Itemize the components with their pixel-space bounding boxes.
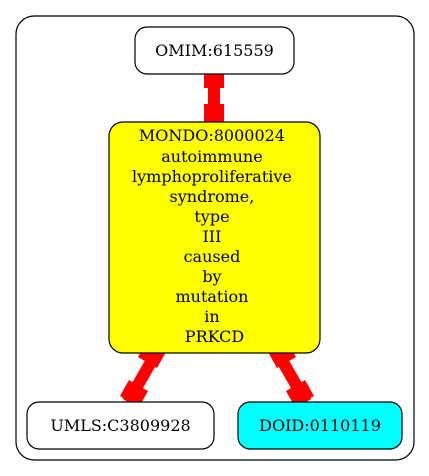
edge-omim-to-mondo	[204, 68, 224, 124]
node-mondo-box	[108, 121, 321, 354]
node-doid-box	[237, 401, 403, 450]
node-umls[interactable]: UMLS:C3809928	[26, 401, 215, 450]
mondo-line-8: by	[202, 267, 221, 286]
node-doid[interactable]: DOID:0110119	[237, 401, 403, 450]
mondo-line-7: caused	[184, 247, 241, 266]
mondo-line-5: type	[194, 207, 229, 226]
mondo-line-2: autoimmune	[161, 147, 262, 166]
mondo-line-6: III	[202, 227, 221, 246]
node-mondo[interactable]: MONDO:8000024 autoimmune lymphoprolifera…	[108, 121, 321, 354]
node-umls-box	[26, 401, 215, 450]
mondo-line-4: syndrome,	[170, 187, 255, 206]
node-umls-label: UMLS:C3809928	[50, 416, 190, 435]
mondo-line-1: MONDO:8000024	[139, 126, 285, 145]
mondo-line-10: in	[204, 307, 219, 326]
mondo-line-3: lymphoproliferative	[132, 167, 292, 186]
mondo-line-11: PRKCD	[185, 327, 244, 346]
mondo-line-9: mutation	[175, 287, 248, 306]
node-omim-label: OMIM:615559	[155, 41, 274, 60]
node-omim-box	[134, 26, 295, 75]
node-doid-label: DOID:0110119	[259, 416, 381, 435]
node-omim[interactable]: OMIM:615559	[134, 26, 295, 75]
node-mondo-label: MONDO:8000024 autoimmune lymphoprolifera…	[132, 126, 297, 346]
cluster-boundary	[15, 15, 415, 461]
